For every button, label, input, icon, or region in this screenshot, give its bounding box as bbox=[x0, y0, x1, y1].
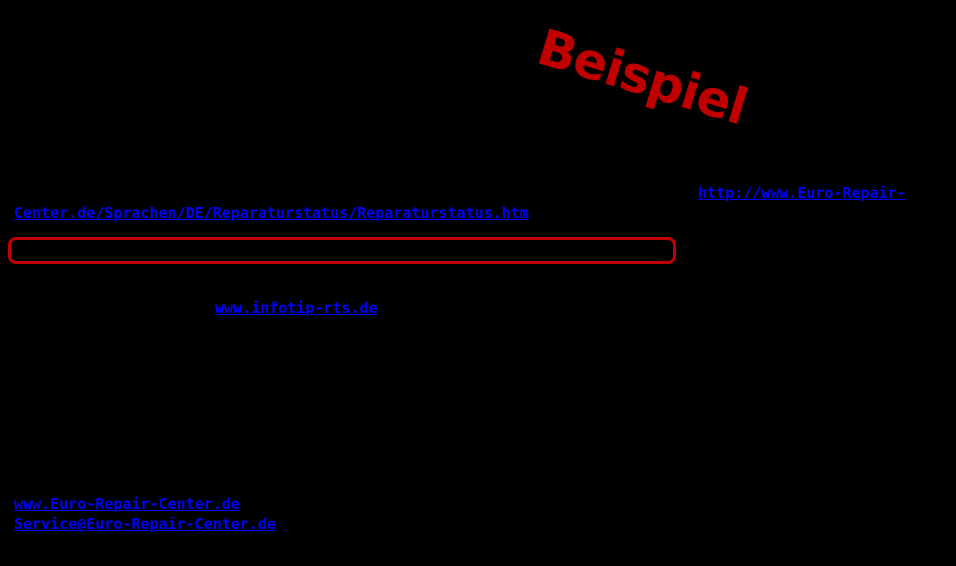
email-link[interactable]: Service@Euro-Repair-Center.de bbox=[14, 515, 276, 533]
infotip-link[interactable]: www.infotip-rts.de bbox=[215, 299, 378, 317]
repair-status-link-line1[interactable]: http://www.Euro-Repair- bbox=[698, 184, 906, 202]
website-link[interactable]: www.Euro-Repair-Center.de bbox=[14, 495, 240, 513]
beispiel-stamp: Beispiel bbox=[531, 18, 754, 137]
repair-status-link-line2[interactable]: Center.de/Sprachen/DE/Reparaturstatus/Re… bbox=[14, 204, 529, 222]
highlight-box bbox=[8, 237, 676, 264]
